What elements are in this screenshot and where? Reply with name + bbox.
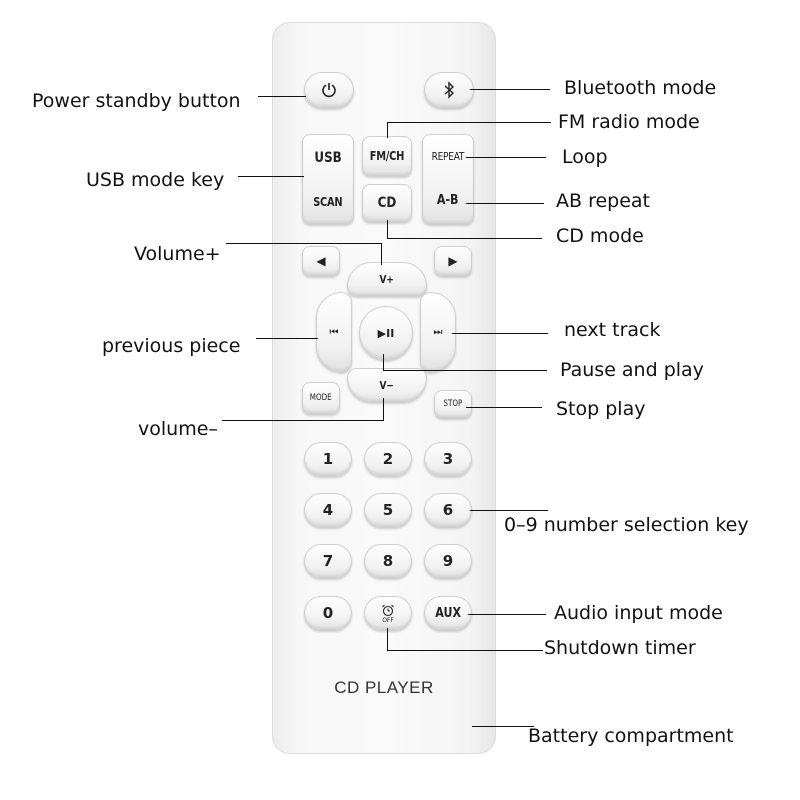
previous-leader-line [256, 338, 318, 339]
label-volume-up: Volume+ [134, 243, 221, 265]
fm-ch-button[interactable]: FM/CH [362, 136, 412, 176]
number-6-button[interactable]: 6 [424, 493, 472, 527]
mode-button[interactable]: MODE [302, 382, 340, 414]
number-label: 9 [442, 552, 454, 570]
shutdown-timer-button[interactable]: OFF [364, 596, 412, 630]
volume-up-button[interactable]: V+ [347, 262, 427, 296]
number-7-button[interactable]: 7 [304, 544, 352, 578]
number-label: 3 [442, 450, 454, 468]
power-icon [320, 81, 338, 99]
next-icon: ⏭ [433, 326, 443, 338]
label-previous: previous piece [102, 335, 241, 357]
play-pause-button[interactable]: ▶II [359, 306, 413, 360]
previous-icon: ⏮ [329, 326, 339, 338]
alarm-clock-icon [381, 603, 395, 617]
repeat-ab-button[interactable]: REPEAT A-B [422, 134, 474, 224]
bluetooth-button[interactable] [424, 72, 474, 108]
label-timer: Shutdown timer [544, 637, 696, 659]
next-leader-line [452, 333, 548, 334]
label-usb: USB mode key [86, 169, 225, 191]
timer-leader-line-v [387, 628, 388, 650]
label-power: Power standby button [32, 90, 241, 112]
timer-leader-line-h [387, 650, 543, 651]
number-label: 2 [382, 450, 394, 468]
label-loop: Loop [562, 146, 608, 168]
volume-down-leader-line-h [222, 420, 384, 421]
volume-up-leader-line-h [226, 243, 382, 244]
fm-leader-line-h [387, 122, 551, 123]
label-battery: Battery compartment [528, 725, 734, 747]
usb-button[interactable]: USB SCAN [302, 134, 354, 224]
fm-leader-line-v [387, 122, 388, 138]
label-numbers: 0–9 number selection key [504, 514, 749, 536]
volume-up-label: V+ [379, 272, 395, 286]
fm-ch-button-label: FM/CH [369, 149, 405, 163]
label-bluetooth: Bluetooth mode [564, 77, 717, 99]
stop-button-label: STOP [443, 399, 463, 409]
number-label: 1 [322, 450, 334, 468]
label-cd: CD mode [556, 225, 644, 247]
repeat-button-label: REPEAT [431, 150, 465, 163]
cd-button[interactable]: CD [362, 184, 412, 222]
number-label: 8 [382, 552, 394, 570]
aux-button[interactable]: AUX [424, 596, 472, 630]
scan-button-label: SCAN [313, 194, 343, 209]
label-aux: Audio input mode [554, 602, 723, 624]
stop-button[interactable]: STOP [434, 390, 472, 418]
number-2-button[interactable]: 2 [364, 442, 412, 476]
number-label: 7 [322, 552, 334, 570]
bluetooth-leader-line [470, 89, 550, 90]
cd-button-label: CD [377, 195, 397, 211]
label-ab: AB repeat [556, 190, 650, 212]
number-0-button[interactable]: 0 [304, 596, 352, 630]
battery-leader-line [472, 726, 534, 727]
label-next: next track [564, 319, 661, 341]
brand-label: CD PLAYER [334, 678, 434, 697]
next-button[interactable]: ⏭ [420, 292, 456, 372]
loop-leader-line [466, 157, 546, 158]
usb-leader-line [238, 176, 304, 177]
numbers-leader-line [470, 510, 548, 511]
volume-down-label: V− [379, 378, 395, 392]
play-pause-icon: ▶II [377, 326, 395, 340]
aux-button-label: AUX [435, 605, 461, 621]
cd-leader-line-v [387, 220, 388, 238]
pause-play-leader-line-v [383, 354, 384, 370]
previous-button[interactable]: ⏮ [316, 292, 352, 372]
number-1-button[interactable]: 1 [304, 442, 352, 476]
number-label: 0 [322, 604, 334, 622]
volume-up-leader-line-v [381, 243, 382, 265]
left-arrow-icon: ◀ [316, 254, 326, 268]
right-arrow-button[interactable]: ▶ [434, 246, 472, 276]
stop-leader-line [466, 407, 542, 408]
number-8-button[interactable]: 8 [364, 544, 412, 578]
timer-off-label: OFF [382, 616, 394, 624]
number-label: 4 [322, 501, 334, 519]
ab-button-label: A-B [437, 193, 459, 208]
number-label: 5 [382, 501, 394, 519]
power-button[interactable] [304, 72, 354, 108]
label-pause-play: Pause and play [560, 359, 704, 381]
mode-button-label: MODE [310, 393, 332, 403]
number-4-button[interactable]: 4 [304, 493, 352, 527]
volume-down-button[interactable]: V− [347, 368, 427, 402]
label-fm: FM radio mode [558, 111, 700, 133]
cd-leader-line-h [387, 238, 542, 239]
right-arrow-icon: ▶ [448, 254, 458, 268]
usb-button-label: USB [314, 149, 342, 166]
number-9-button[interactable]: 9 [424, 544, 472, 578]
pause-play-leader-line-h [383, 370, 547, 371]
power-leader-line [258, 96, 306, 97]
aux-leader-line [468, 614, 546, 615]
label-volume-down: volume– [138, 418, 218, 440]
left-arrow-button[interactable]: ◀ [302, 246, 340, 276]
number-3-button[interactable]: 3 [424, 442, 472, 476]
number-label: 6 [442, 501, 454, 519]
label-stop: Stop play [556, 398, 646, 420]
number-5-button[interactable]: 5 [364, 493, 412, 527]
volume-down-leader-line-v [383, 398, 384, 420]
bluetooth-icon [442, 81, 456, 99]
ab-leader-line [466, 203, 544, 204]
